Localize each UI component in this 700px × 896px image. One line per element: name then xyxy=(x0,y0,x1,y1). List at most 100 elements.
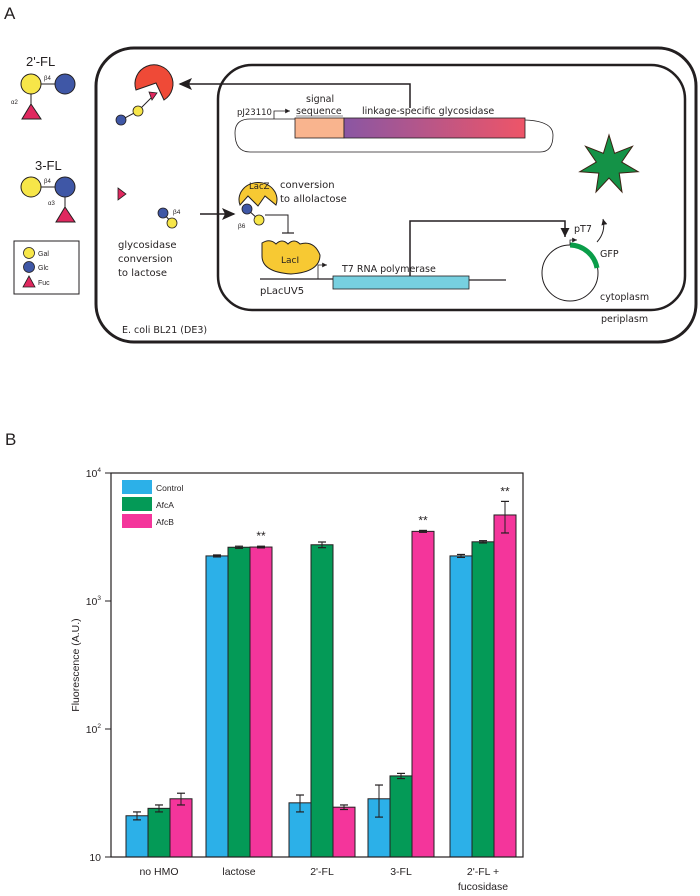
significance-annotation: ** xyxy=(500,484,510,498)
bar-afca xyxy=(471,541,495,858)
laci-label: LacI xyxy=(281,256,299,266)
fuc-residue-icon xyxy=(148,91,158,101)
error-bar xyxy=(155,804,163,813)
legend-swatch-afcb xyxy=(122,514,152,528)
y-tick-label: 104 xyxy=(86,467,102,480)
lacz-enzyme: LacZ β6 conversion to allolactose xyxy=(238,180,347,230)
bar-afcb xyxy=(493,514,517,858)
error-bar xyxy=(340,804,348,811)
gfp-plasmid: pT7 GFP xyxy=(541,218,619,302)
error-bar xyxy=(133,811,141,821)
outer-membrane xyxy=(94,46,698,344)
error-bar xyxy=(296,794,304,813)
error-bar xyxy=(501,500,509,534)
secretion-arrow xyxy=(178,78,411,108)
glc-residue-icon xyxy=(54,73,76,95)
promoter-arrow-icon xyxy=(273,108,290,119)
error-bar xyxy=(257,545,265,549)
t7-activation-arrow xyxy=(409,220,570,276)
gal-residue-icon xyxy=(166,217,178,229)
placuv5-promoter-arrow-icon xyxy=(317,262,327,279)
significance-annotation: ** xyxy=(418,513,428,527)
beta4-link-label: β4 xyxy=(44,76,51,82)
y-tick-label: 102 xyxy=(86,723,102,736)
legend-glc-label: Glc xyxy=(38,265,49,272)
error-bar xyxy=(375,784,383,818)
pt7-label: pT7 xyxy=(574,224,592,235)
x-tick-label: 2'-FL + xyxy=(467,866,499,878)
error-bar xyxy=(318,541,326,549)
expression-arrow xyxy=(596,218,608,243)
bars: ** ** ** xyxy=(125,484,517,858)
bar-control xyxy=(205,555,229,858)
laci-enzyme-icon xyxy=(261,240,321,275)
lacz-text-line1: conversion xyxy=(280,180,335,191)
alpha2-link-label: α2 xyxy=(11,100,18,106)
x-tick-label: lactose xyxy=(222,866,255,878)
glycosidase-plasmid: pJ23110 signal sequence linkage-specific… xyxy=(234,94,554,153)
laci-repressor: LacI xyxy=(261,240,321,275)
gal-residue-icon xyxy=(20,73,42,95)
bar-afcb xyxy=(332,806,356,858)
y-ticks: 10 102 103 104 xyxy=(86,467,111,864)
gfp-label: GFP xyxy=(600,249,619,260)
legend-label-afcb: AfcB xyxy=(156,517,174,527)
gal-legend-icon xyxy=(23,247,35,259)
periplasm-label: periplasm xyxy=(601,314,648,325)
bar-group xyxy=(367,529,435,858)
glycan-2fl-title: 2'-FL xyxy=(26,54,55,69)
y-tick-label: 103 xyxy=(86,595,102,608)
glycosidase-gene-block xyxy=(343,117,526,139)
bar-group xyxy=(205,545,273,858)
signal-sequence-block xyxy=(294,117,345,139)
lactose-link-label: β4 xyxy=(173,209,181,216)
bar-control xyxy=(449,555,473,858)
y-tick-label: 10 xyxy=(89,852,101,864)
secreted-glycosidase xyxy=(115,64,174,126)
gfp-protein-star-icon xyxy=(578,133,640,194)
error-bar xyxy=(457,553,465,559)
bar-group xyxy=(449,500,517,858)
lactose-molecule: β4 glycosidase conversion to lactose xyxy=(118,207,181,279)
gal-residue-icon xyxy=(20,176,42,198)
signal-label: signal xyxy=(306,94,334,105)
legend-swatch-control xyxy=(122,480,152,494)
bar-afca xyxy=(389,775,413,858)
significance-annotation: ** xyxy=(256,529,266,543)
y-axis-label: Fluorescence (A.U.) xyxy=(70,618,82,711)
alpha3-link-label: α3 xyxy=(48,201,55,207)
gal-residue-icon xyxy=(132,105,144,117)
glc-residue-icon xyxy=(241,203,253,215)
t7-gene-label: T7 RNA polymerase xyxy=(341,264,436,275)
t7-rna-polymerase-gene-block xyxy=(332,275,470,290)
pt7-promoter-arrow-icon xyxy=(569,237,577,245)
legend-label-control: Control xyxy=(156,483,184,493)
error-bar xyxy=(213,554,221,558)
fuc-residue-icon xyxy=(21,103,42,120)
legend-gal-label: Gal xyxy=(38,251,49,258)
lacz-text-line2: to allolactose xyxy=(280,194,347,205)
free-fucose-icon xyxy=(117,187,127,201)
glycan-2fl: 2'-FL β4 α2 xyxy=(11,54,76,120)
glc-residue-icon xyxy=(115,114,127,126)
x-tick-label: 3-FL xyxy=(390,866,412,878)
bar-afcb xyxy=(169,798,193,858)
x-tick-label: fucosidase xyxy=(458,881,508,893)
glycan-3fl-title: 3-FL xyxy=(35,158,62,173)
bar-afcb xyxy=(249,546,273,858)
cytoplasm-label: cytoplasm xyxy=(600,292,649,303)
lacz-enzyme-icon xyxy=(238,182,278,207)
bar-afca xyxy=(310,544,334,858)
fuc-residue-icon xyxy=(55,206,76,223)
gfp-gene-arc xyxy=(569,242,600,269)
sequence-label: sequence xyxy=(296,106,342,117)
panel-a-label: A xyxy=(4,4,16,23)
panel-b-label: B xyxy=(5,430,16,449)
lacz-label: LacZ xyxy=(249,182,270,192)
bar-afcb xyxy=(411,530,435,858)
legend-label-afca: AfcA xyxy=(156,500,174,510)
